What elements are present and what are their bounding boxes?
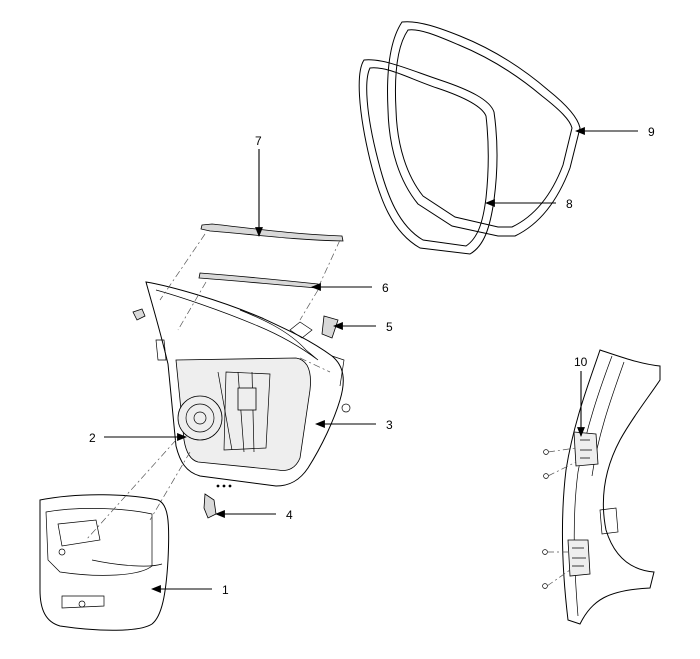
door-weatherstrip-outer bbox=[387, 21, 581, 237]
assembly-guide-lines bbox=[85, 233, 341, 541]
callout-label-5: 5 bbox=[386, 320, 393, 334]
clip-part bbox=[132, 308, 146, 321]
door-sash-garnish bbox=[321, 315, 339, 339]
callout-label-9: 9 bbox=[648, 125, 655, 139]
door-belt-inner-strip bbox=[198, 272, 319, 289]
door-trim-panel bbox=[39, 494, 170, 631]
callout-leaders bbox=[104, 127, 638, 593]
door-weatherstrip-inner bbox=[358, 59, 498, 255]
callout-label-6: 6 bbox=[382, 281, 389, 295]
rear-door-frame bbox=[145, 281, 351, 487]
door-hinge-pillar bbox=[542, 349, 661, 625]
callout-label-1: 1 bbox=[222, 583, 229, 597]
callout-labels: 1 2 3 4 5 6 7 8 9 10 bbox=[89, 125, 655, 597]
door-belt-outer-strip bbox=[200, 223, 344, 242]
callout-label-4: 4 bbox=[286, 508, 293, 522]
callout-label-7: 7 bbox=[255, 134, 262, 148]
callout-label-8: 8 bbox=[566, 197, 573, 211]
callout-label-2: 2 bbox=[89, 431, 96, 445]
door-trim-clip bbox=[203, 484, 232, 519]
callout-label-3: 3 bbox=[386, 418, 393, 432]
callout-label-10: 10 bbox=[574, 355, 588, 369]
